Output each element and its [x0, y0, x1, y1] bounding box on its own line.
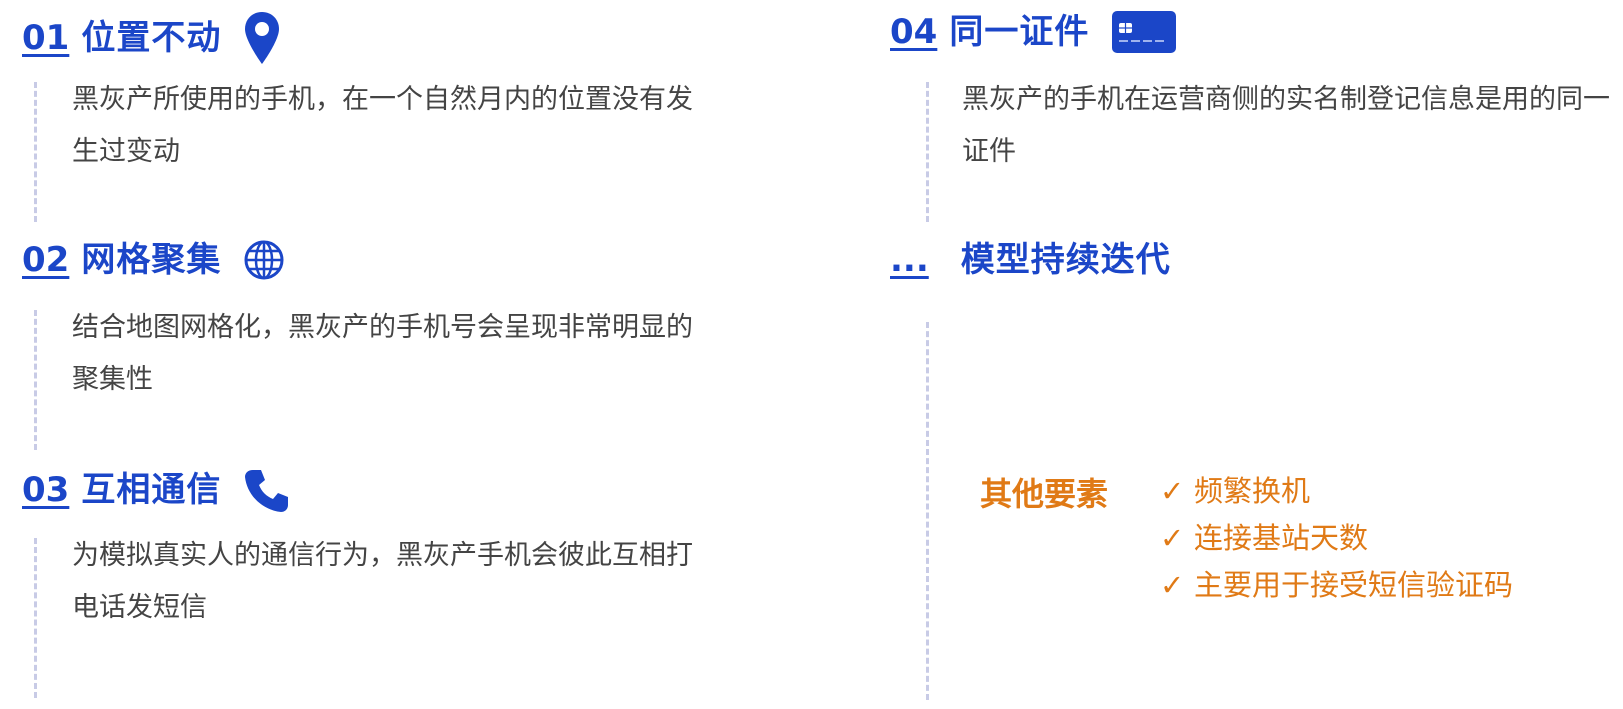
item-ellipsis: ...	[890, 240, 929, 280]
item-number: 02	[22, 240, 70, 280]
item-title: 互相通信	[81, 470, 222, 510]
globe-grid-icon	[243, 239, 285, 281]
other-factor-item: ✓ 连接基站天数	[1160, 515, 1513, 562]
location-pin-icon	[243, 10, 281, 66]
id-card-icon	[1111, 10, 1177, 54]
item-01-description: 黑灰产所使用的手机，在一个自然月内的位置没有发生过变动	[72, 84, 693, 167]
other-factor-label: 主要用于接受短信验证码	[1194, 568, 1514, 602]
item-title: 位置不动	[81, 18, 222, 58]
item-number: 03	[22, 470, 70, 510]
item-03-description: 为模拟真实人的通信行为，黑灰产手机会彼此互相打电话发短信	[72, 540, 693, 623]
other-factors-title: 其他要素	[980, 475, 1109, 513]
phone-icon	[243, 466, 291, 514]
check-icon: ✓	[1160, 521, 1185, 555]
other-factor-item: ✓ 主要用于接受短信验证码	[1160, 562, 1513, 609]
item-04-description: 黑灰产的手机在运营商侧的实名制登记信息是用的同一证件	[962, 84, 1610, 167]
item-02-divider	[34, 310, 37, 450]
item-03-heading: 03 互相通信	[22, 466, 291, 514]
other-factor-label: 连接基站天数	[1194, 521, 1369, 555]
model-iteration-divider	[926, 322, 929, 700]
other-factor-label: 频繁换机	[1194, 474, 1311, 508]
model-iteration-heading: ... 模型持续迭代	[890, 238, 1171, 282]
item-number: 01	[22, 18, 70, 58]
item-04-divider	[926, 82, 929, 222]
item-01-divider	[34, 82, 37, 222]
other-factors-list: ✓ 频繁换机 ✓ 连接基站天数 ✓ 主要用于接受短信验证码	[1160, 468, 1513, 609]
item-title: 模型持续迭代	[960, 240, 1171, 280]
check-icon: ✓	[1160, 568, 1185, 602]
item-02-description: 结合地图网格化，黑灰产的手机号会呈现非常明显的聚集性	[72, 312, 693, 395]
other-factor-item: ✓ 频繁换机	[1160, 468, 1513, 515]
item-04-heading: 04 同一证件	[890, 10, 1177, 54]
item-number: 04	[890, 12, 938, 52]
item-01-heading: 01 位置不动	[22, 10, 281, 66]
item-03-divider	[34, 538, 37, 698]
item-02-heading: 02 网格聚集	[22, 238, 285, 282]
item-title: 网格聚集	[81, 240, 222, 280]
item-title: 同一证件	[949, 12, 1090, 52]
check-icon: ✓	[1160, 474, 1185, 508]
